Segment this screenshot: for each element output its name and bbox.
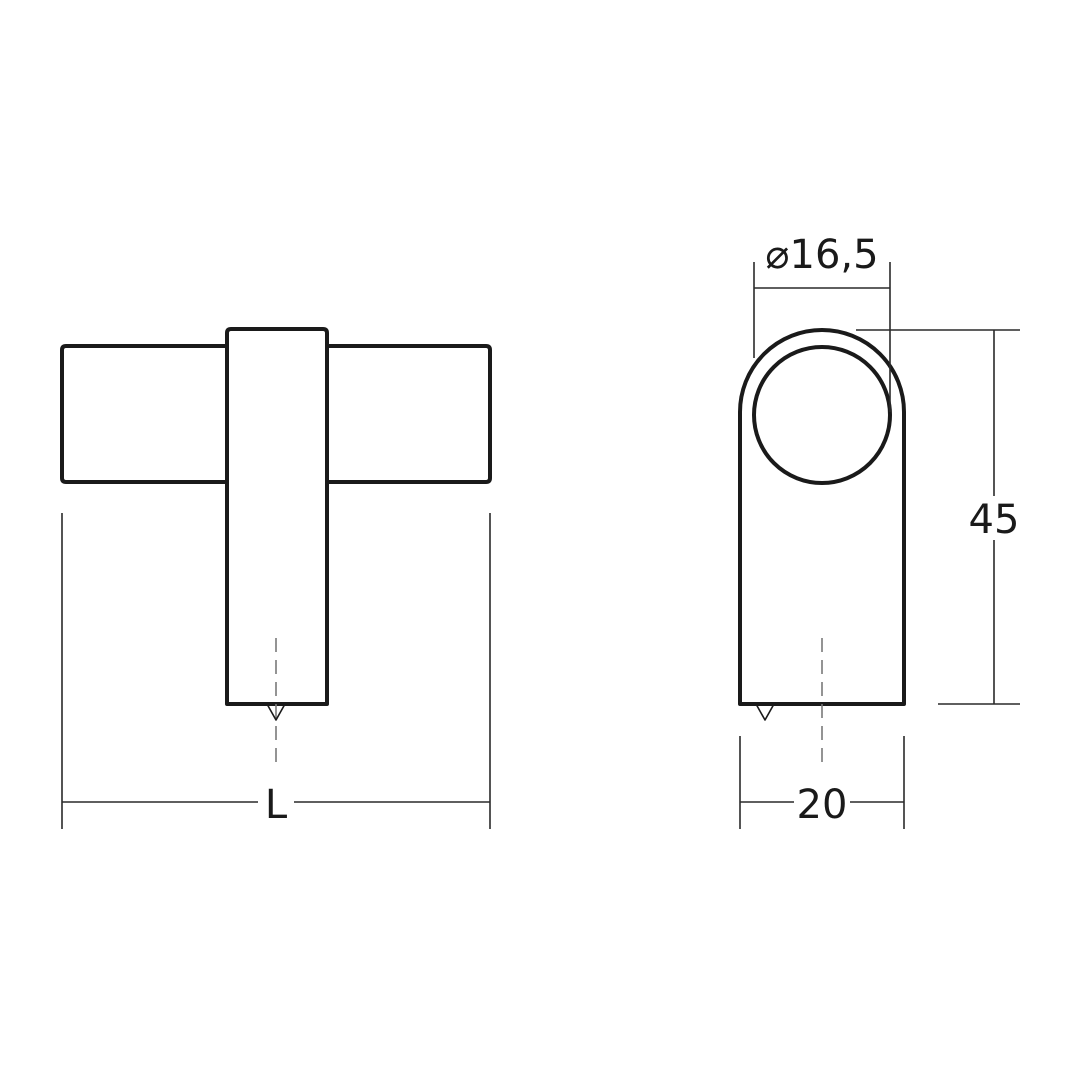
side-screw-tip: [755, 703, 775, 721]
length-label: L: [265, 782, 288, 828]
side-profile-outline: [738, 328, 906, 706]
bar-end-circle: [752, 345, 892, 485]
diameter-label: ⌀16,5: [765, 232, 878, 278]
front-bar-outline: [60, 344, 492, 484]
front-screw-tip: [266, 703, 286, 721]
width-label: 20: [797, 782, 848, 828]
height-label: 45: [969, 497, 1020, 543]
front-view: L: [60, 327, 492, 829]
front-post-outline: [225, 327, 329, 706]
side-view: ⌀16,5 45 20: [738, 232, 1020, 829]
